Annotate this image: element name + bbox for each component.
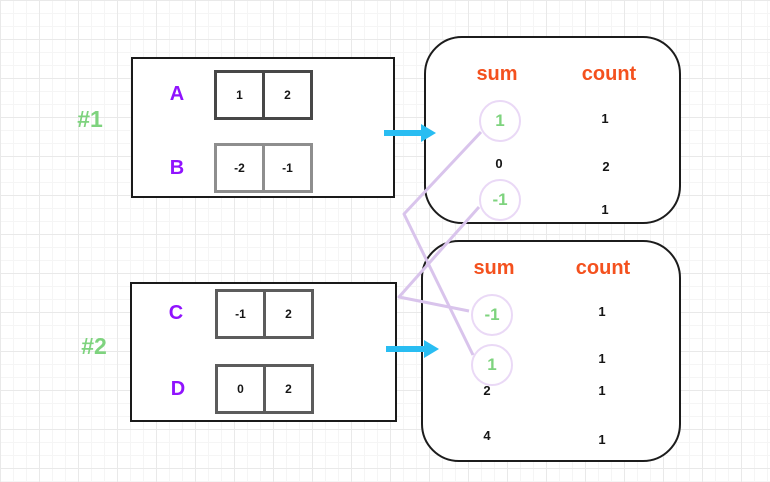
sum-value: 2 [483, 383, 491, 398]
count-value: 1 [598, 432, 606, 447]
example-1-result-box: sum count 1 1 0 2 -1 1 [424, 36, 681, 224]
array-cell: 2 [263, 364, 314, 414]
array-cell: -1 [215, 289, 266, 339]
array-cell: -2 [214, 143, 265, 193]
sum-column-header: sum [476, 63, 518, 85]
example-1-array-box: A 1 2 B -2 -1 [131, 57, 395, 198]
circled-sum-value: -1 [471, 294, 513, 336]
array-b-label: B [169, 157, 185, 179]
sum-value: 0 [495, 156, 503, 171]
array-cell: -1 [262, 143, 313, 193]
array-a-label: A [169, 83, 185, 105]
example-2-label: #2 [81, 333, 107, 359]
array-cell: 2 [263, 289, 314, 339]
count-value: 1 [601, 111, 609, 126]
circled-sum-value: 1 [479, 100, 521, 142]
array-cell: 2 [262, 70, 313, 120]
example-2-array-box: C -1 2 D 0 2 [130, 282, 397, 422]
circled-sum-value: 1 [471, 344, 513, 386]
sum-value: 4 [483, 428, 491, 443]
array-d-cells: 0 2 [215, 364, 314, 414]
array-cell: 1 [214, 70, 265, 120]
count-value: 1 [598, 304, 606, 319]
count-value: 2 [602, 159, 610, 174]
count-value: 1 [598, 383, 606, 398]
array-c-label: C [168, 302, 184, 324]
count-value: 1 [601, 202, 609, 217]
array-a-cells: 1 2 [214, 70, 313, 120]
example-2-result-box: sum count -1 1 1 1 2 1 4 1 [421, 240, 681, 462]
array-b-cells: -2 -1 [214, 143, 313, 193]
array-c-cells: -1 2 [215, 289, 314, 339]
array-cell: 0 [215, 364, 266, 414]
count-column-header: count [581, 63, 637, 85]
count-column-header: count [575, 257, 631, 279]
example-1-label: #1 [77, 106, 103, 132]
array-d-label: D [170, 378, 186, 400]
circled-sum-value: -1 [479, 179, 521, 221]
sum-column-header: sum [473, 257, 515, 279]
count-value: 1 [598, 351, 606, 366]
